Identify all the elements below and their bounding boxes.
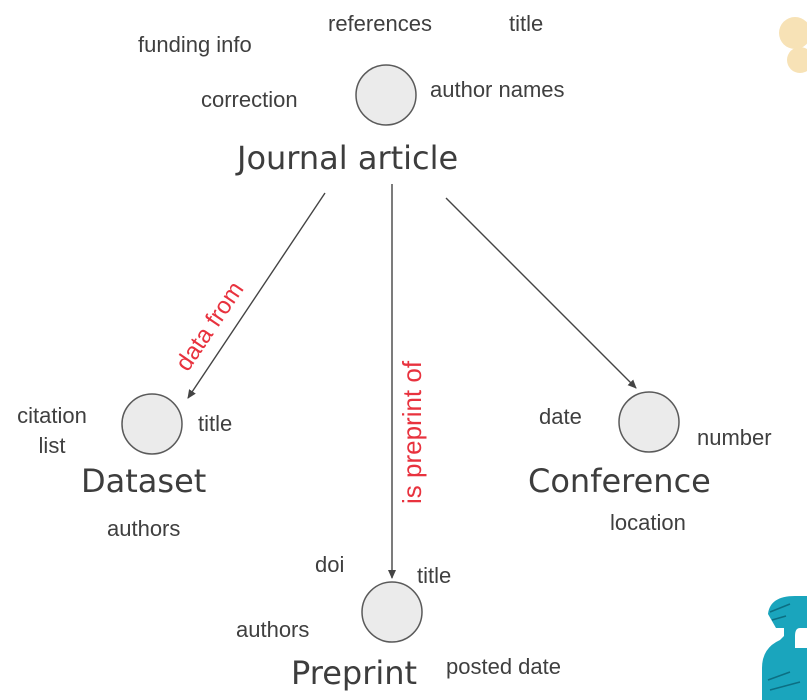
edge-label-is-preprint-of: is preprint of (397, 360, 427, 504)
edge-conference-arrow (445, 197, 637, 389)
edge-data-from-arrow (187, 192, 326, 399)
dataset-attr-authors: authors (107, 516, 181, 541)
node-preprint-circle[interactable] (361, 581, 423, 643)
node-conference-title: Conference (528, 462, 711, 500)
conference-attr-location: location (610, 510, 686, 535)
decorative-logo-bottom-right (762, 596, 807, 700)
dataset-attr-title: title (198, 411, 233, 436)
journal-article-attr-references: references (328, 11, 432, 36)
journal-article-attr-funding-info: funding info (138, 32, 252, 57)
node-conference-circle[interactable] (618, 391, 680, 453)
journal-article-attr-correction: correction (201, 87, 298, 112)
journal-article-attr-author-names: author names (430, 77, 565, 102)
dataset-attr-list: list (38, 433, 66, 458)
preprint-attr-authors: authors (236, 617, 310, 642)
preprint-attr-title: title (417, 563, 452, 588)
conference-attr-date: date (539, 404, 582, 429)
dataset-attr-citation: citation (17, 403, 87, 428)
node-preprint-title: Preprint (291, 654, 418, 692)
node-journal-article-title: Journal article (237, 139, 459, 177)
journal-article-attr-title: title (509, 11, 544, 36)
node-dataset-title: Dataset (81, 462, 207, 500)
preprint-attr-doi: doi (315, 552, 345, 577)
node-dataset-circle[interactable] (121, 393, 183, 455)
node-journal-article-circle[interactable] (355, 64, 417, 126)
conference-attr-number: number (697, 425, 772, 450)
preprint-attr-posted-date: posted date (446, 654, 561, 679)
decorative-logo-top-right (779, 17, 807, 73)
dataset-attr-citation-list: citation list (3, 401, 101, 461)
